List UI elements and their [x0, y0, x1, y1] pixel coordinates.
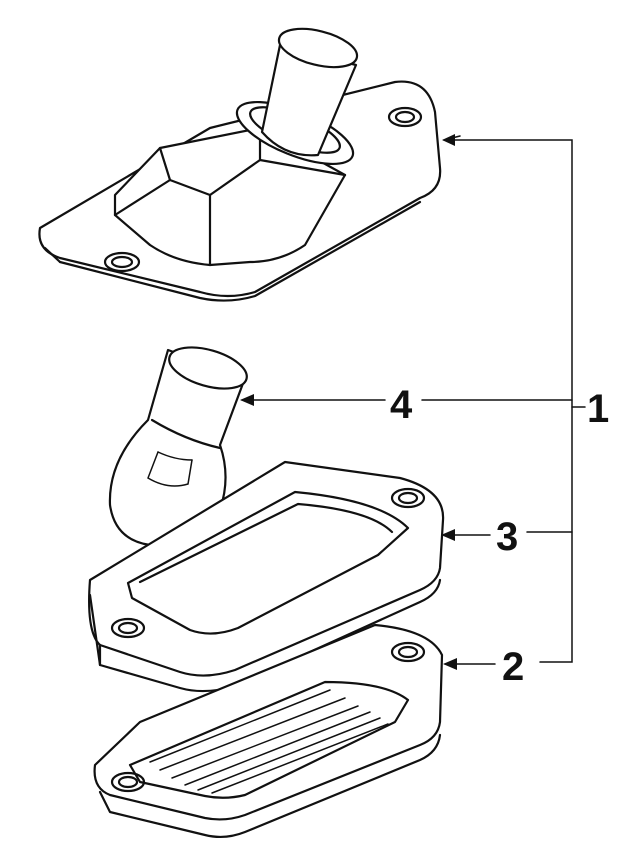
lens	[93, 623, 444, 839]
arrow-to-lens	[443, 658, 457, 670]
arrow-to-bulb	[240, 394, 254, 406]
arrow-to-gasket	[441, 529, 455, 541]
callout-3: 3	[496, 515, 518, 559]
lamp-housing	[38, 27, 442, 302]
arrow-to-housing	[442, 134, 455, 146]
callout-1: 1	[587, 387, 609, 431]
callout-2: 2	[502, 645, 524, 689]
callout-4: 4	[390, 383, 413, 427]
leader-lines	[240, 134, 586, 670]
